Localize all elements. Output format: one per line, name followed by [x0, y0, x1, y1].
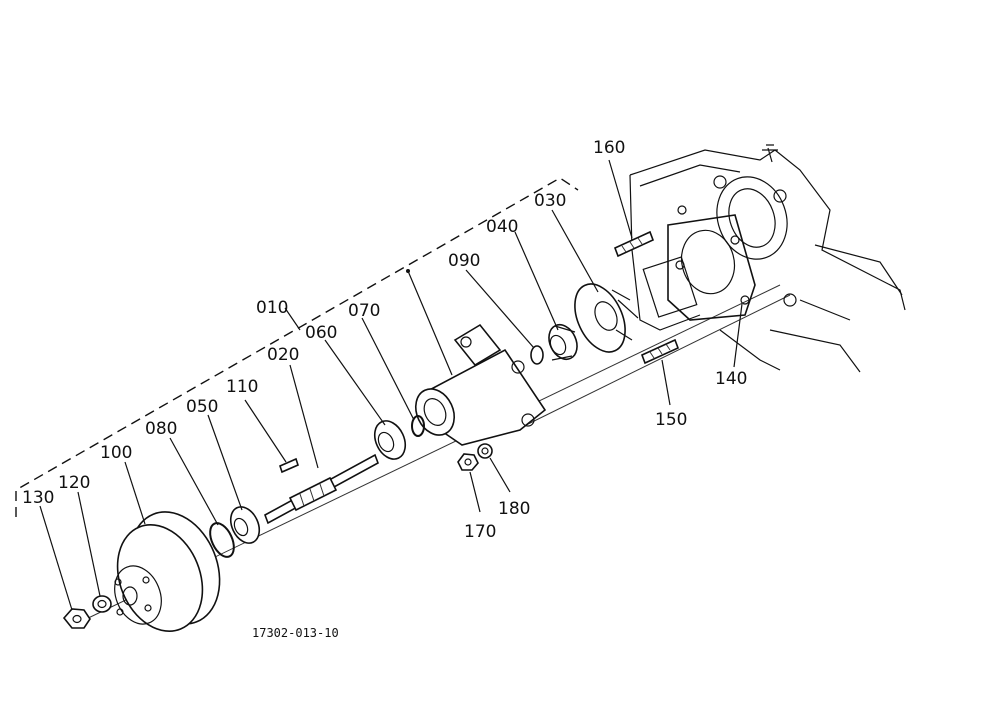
- washer-120: [92, 595, 112, 613]
- callout-080: 080: [145, 419, 177, 439]
- callout-040: 040: [486, 217, 518, 237]
- nut-130: [62, 608, 91, 629]
- callout-090: 090: [448, 251, 480, 271]
- bearing-050: [229, 506, 261, 544]
- pump-body: [414, 323, 547, 446]
- seal-090: [530, 345, 544, 365]
- snap-ring-070: [411, 415, 425, 437]
- stud-150: [640, 338, 680, 365]
- callout-160: 160: [593, 138, 625, 158]
- drawing-code: 17302-013-10: [252, 626, 339, 640]
- shaft-020: [264, 453, 379, 525]
- callout-150: 150: [655, 410, 687, 430]
- callout-070: 070: [348, 301, 380, 321]
- callout-170: 170: [464, 522, 496, 542]
- engine-block: [629, 144, 906, 373]
- callout-020: 020: [267, 345, 299, 365]
- callout-060: 060: [305, 323, 337, 343]
- key-110: [279, 457, 299, 474]
- leader-lines: [39, 159, 743, 611]
- callout-100: 100: [100, 443, 132, 463]
- gasket-140: [667, 205, 756, 321]
- callout-050: 050: [186, 397, 218, 417]
- bearing-060: [373, 420, 407, 460]
- callout-120: 120: [58, 473, 90, 493]
- pulley-100: [114, 511, 221, 632]
- callout-110: 110: [226, 377, 258, 397]
- stud-axis: [519, 294, 791, 429]
- callout-130: 130: [22, 488, 54, 508]
- seal-040: [548, 323, 578, 361]
- callout-180: 180: [498, 499, 530, 519]
- washer-180: [477, 443, 493, 459]
- nut-170: [457, 453, 479, 471]
- stud-160: [613, 230, 655, 258]
- impeller-030: [574, 283, 639, 353]
- callout-030: 030: [534, 191, 566, 211]
- assembly-bracket-010: [15, 177, 579, 517]
- callout-140: 140: [715, 369, 747, 389]
- snap-ring-080: [209, 522, 235, 558]
- callout-010: 010: [256, 298, 288, 318]
